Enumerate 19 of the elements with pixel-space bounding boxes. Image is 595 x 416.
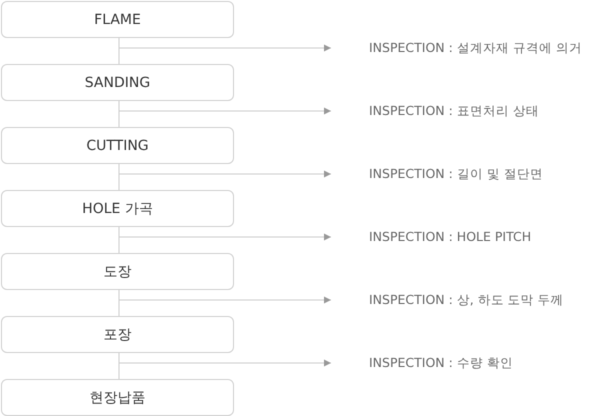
arrow — [118, 38, 332, 52]
process-box: 포장 — [1, 316, 234, 353]
process-box: 도장 — [1, 253, 234, 290]
arrow — [118, 352, 332, 366]
process-box: SANDING — [1, 64, 234, 101]
arrow — [118, 226, 332, 240]
arrow — [118, 164, 332, 178]
inspection-label: INSPECTION : 상, 하도 도막 두께 — [369, 292, 564, 308]
process-box: 현장납품 — [1, 379, 234, 416]
process-box: HOLE 가곡 — [1, 190, 234, 227]
inspection-label: INSPECTION : 설계자재 규격에 의거 — [369, 40, 582, 56]
inspection-label: INSPECTION : 표면처리 상태 — [369, 103, 539, 119]
inspection-label: INSPECTION : 수량 확인 — [369, 355, 513, 371]
process-box: FLAME — [1, 1, 234, 38]
inspection-label: INSPECTION : HOLE PITCH — [369, 229, 532, 245]
inspection-label: INSPECTION : 길이 및 절단면 — [369, 166, 543, 182]
process-box: CUTTING — [1, 127, 234, 164]
arrow — [118, 100, 332, 114]
arrow — [118, 290, 332, 304]
